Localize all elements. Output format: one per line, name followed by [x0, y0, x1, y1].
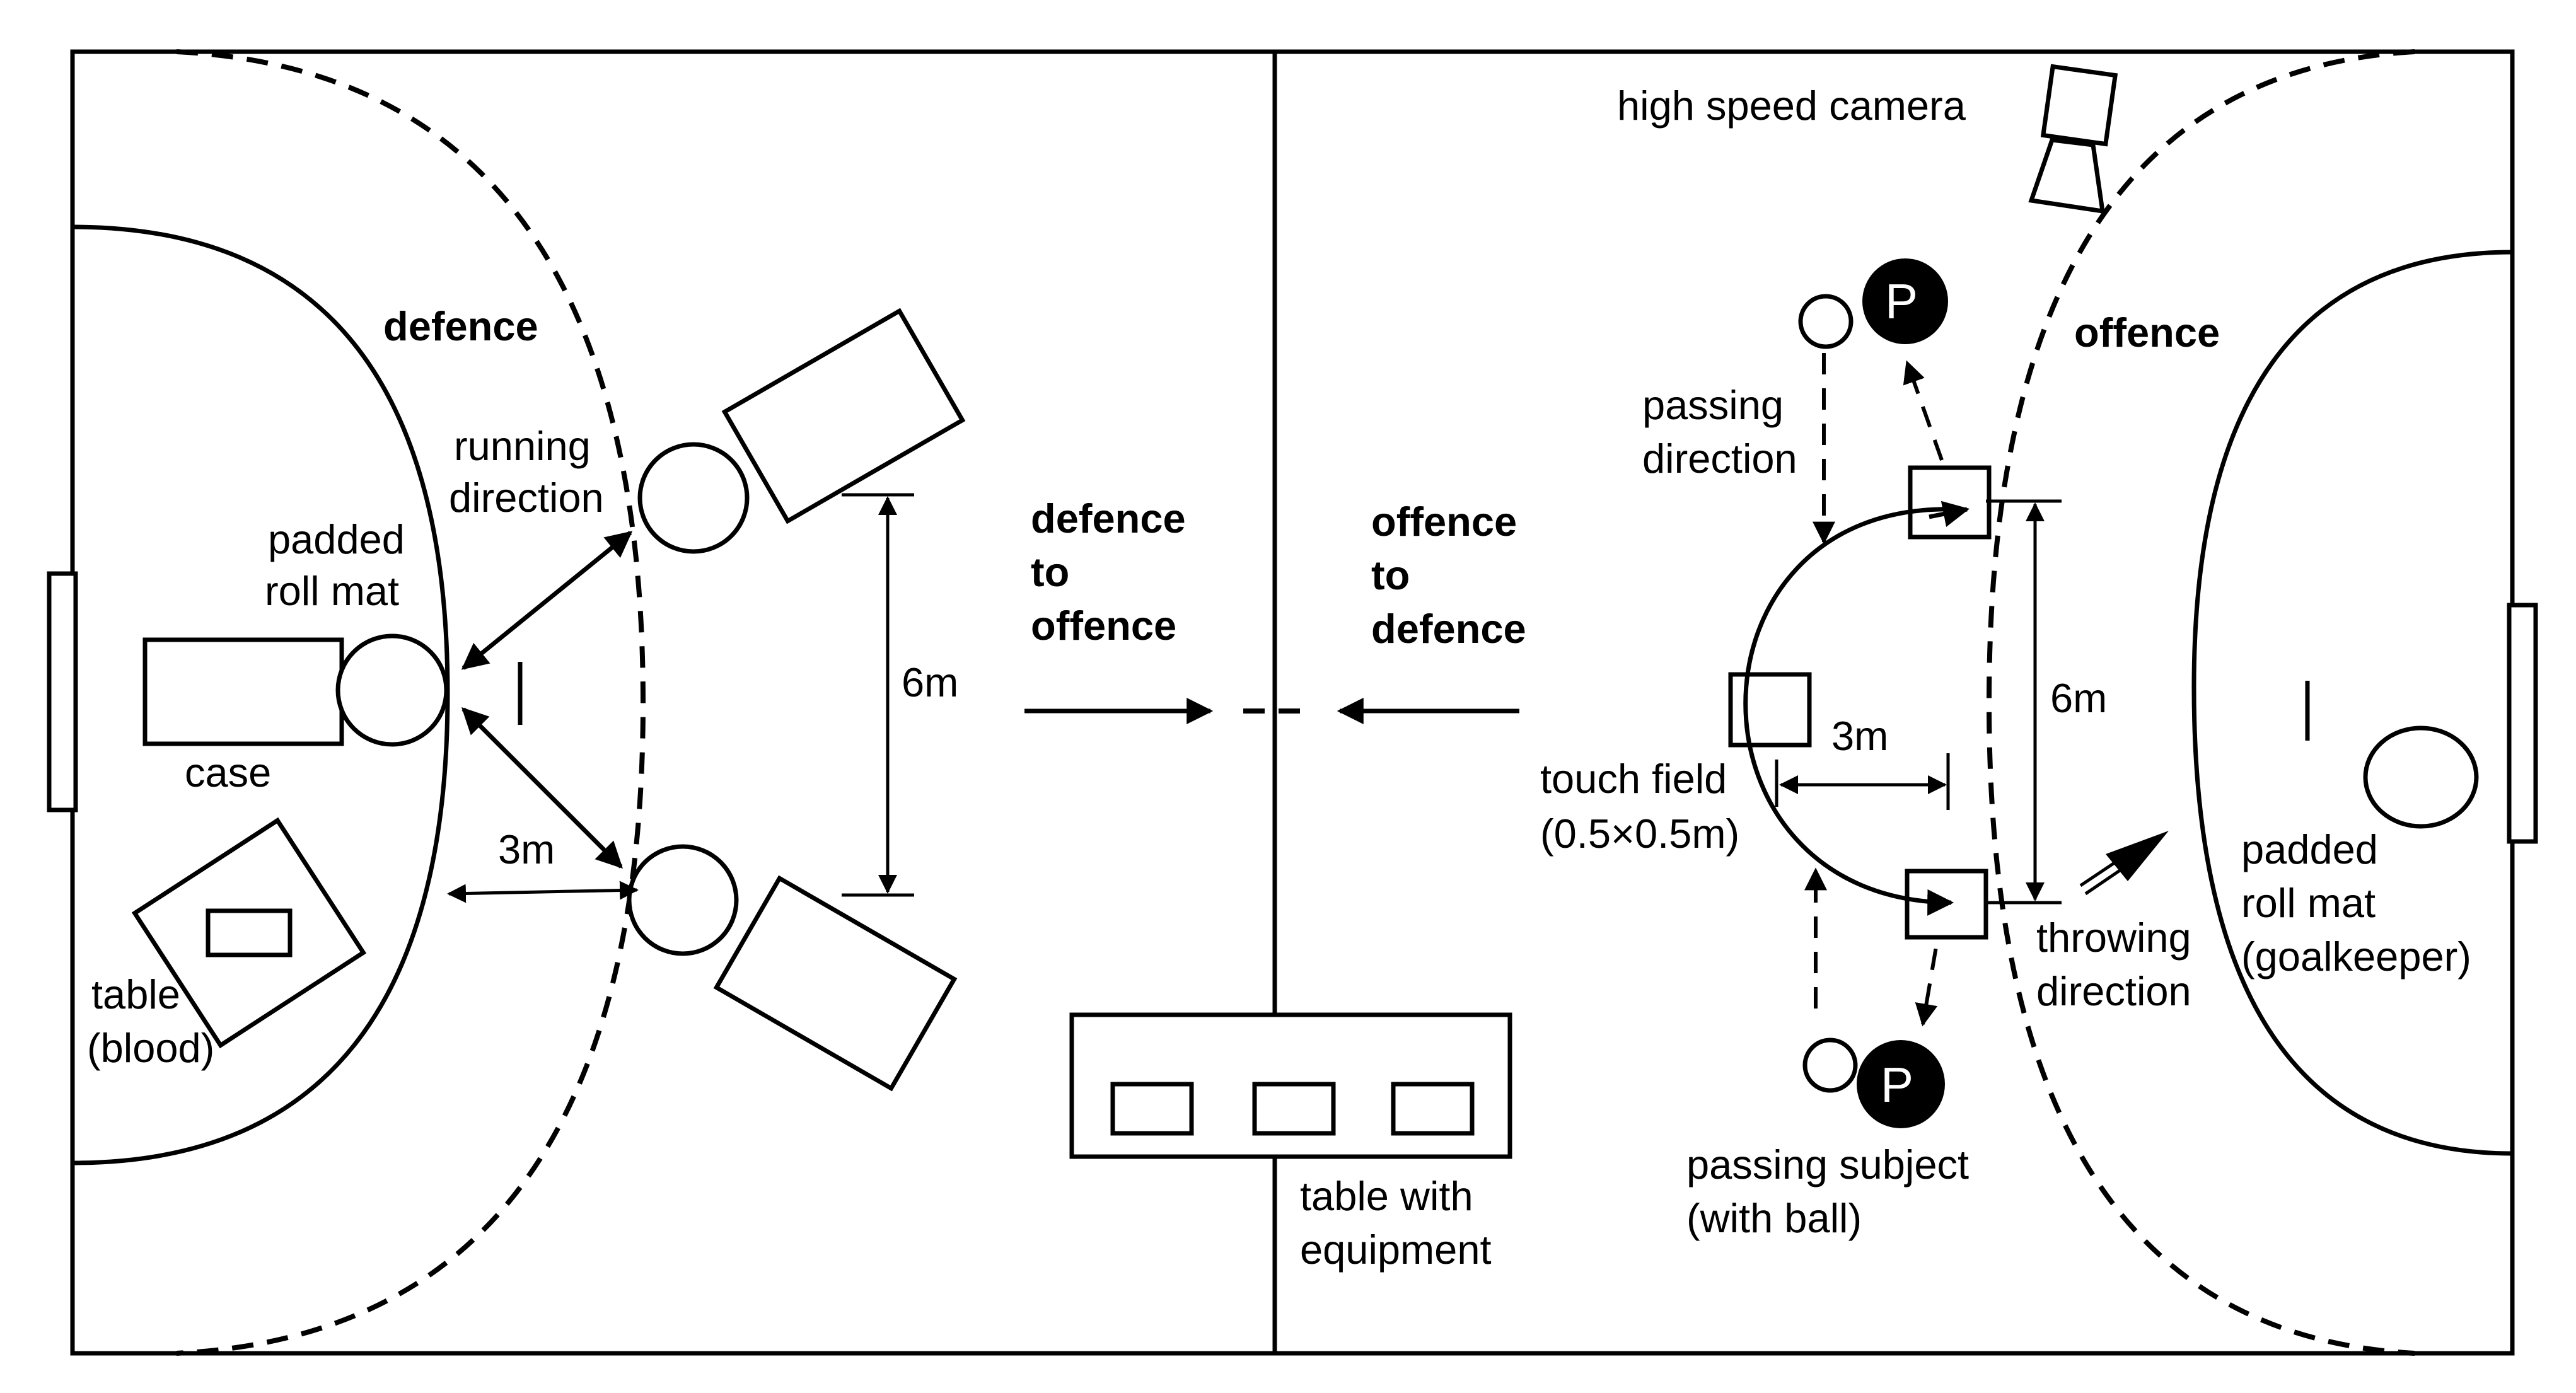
upper-defender-body	[721, 308, 966, 524]
touch-field-label: touch field (0.5×0.5m)	[1540, 756, 1739, 857]
running-arrow-lower	[461, 707, 623, 869]
left-goal	[47, 571, 78, 812]
dim-6m-right-label: 6m	[2050, 675, 2107, 721]
throwing-direction-label: throwing direction	[2036, 915, 2203, 1014]
passer-top-marker: P	[1885, 274, 1918, 329]
passer-top	[1862, 258, 1948, 344]
equipment-item-3	[1391, 1082, 1475, 1136]
case-box	[142, 637, 344, 746]
left-free-throw-line	[176, 49, 646, 1356]
passer-bottom	[1857, 1040, 1945, 1128]
blood-table	[131, 817, 367, 1049]
equipment-item-1	[1110, 1082, 1194, 1136]
right-goal	[2507, 603, 2538, 844]
right-free-throw-line	[1986, 49, 2415, 1356]
right-goal-area-line	[2191, 250, 2513, 1156]
dim-3m-left-label: 3m	[498, 826, 555, 872]
touch-field-top	[1908, 465, 1992, 540]
running-arrow-upper	[461, 531, 633, 670]
lower-defender-body	[713, 875, 958, 1092]
dim-3m-left-line	[447, 881, 639, 903]
passing-subject-label: passing subject (with ball)	[1686, 1142, 1980, 1241]
running-path-arc	[1743, 507, 1954, 916]
high-speed-camera	[2028, 64, 2118, 214]
dim-3m-right-label: 3m	[1831, 713, 1888, 759]
passing-direction-label: passing direction	[1642, 382, 1797, 482]
dim-6m-left-label: 6m	[902, 659, 958, 705]
defence-to-offence-label: defence to offence	[1031, 495, 1197, 649]
defence-label: defence	[383, 303, 538, 349]
ball-top	[1798, 294, 1854, 349]
equipment-item-2	[1252, 1082, 1336, 1136]
padded-roll-mat-goalkeeper	[2363, 725, 2479, 829]
padded-roll-mat	[335, 633, 449, 747]
run-arrow-top-in	[1929, 500, 1970, 528]
equipment-table-label: table with equipment	[1300, 1173, 1492, 1273]
offence-label: offence	[2074, 309, 2220, 355]
throwing-direction-arrow	[2079, 831, 2169, 896]
case-label: case	[185, 749, 271, 795]
pass-arrow-top-up	[1903, 360, 1944, 461]
padded-roll-mat-goalkeeper-label: padded roll mat (goalkeeper)	[2241, 826, 2471, 980]
ball-bottom	[1802, 1038, 1858, 1093]
offence-to-defence-label: offence to defence	[1371, 499, 1528, 652]
blood-table-label: table (blood)	[87, 971, 214, 1071]
running-direction-label: running direction	[449, 423, 604, 521]
padded-roll-mat-label: padded roll mat	[265, 516, 416, 614]
upper-defender	[637, 442, 750, 554]
high-speed-camera-label: high speed camera	[1617, 83, 1966, 129]
passer-bottom-marker: P	[1881, 1057, 1913, 1113]
touch-field-middle	[1728, 672, 1812, 748]
lower-defender	[627, 844, 739, 956]
